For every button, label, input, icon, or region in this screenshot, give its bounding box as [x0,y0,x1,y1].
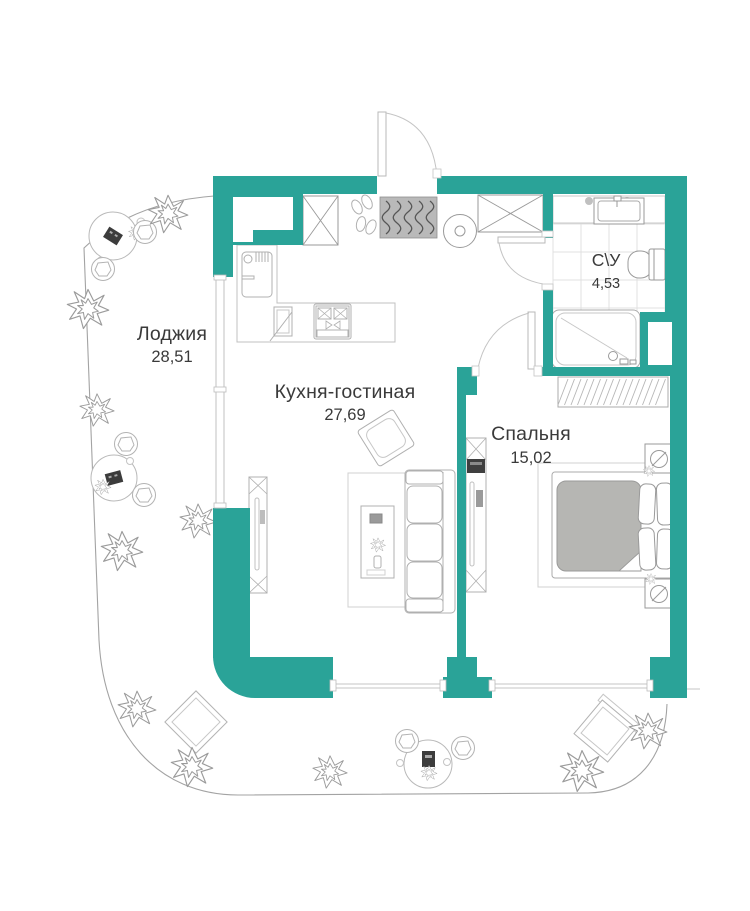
bathroom-door-icon [497,230,554,291]
loggia-window [213,274,227,509]
room-name: Спальня [491,423,571,445]
kitchen-sink-icon [241,251,273,298]
bathtub-icon [551,309,641,369]
room-label-kitchen-living: Кухня-гостиная 27,69 [275,381,416,424]
room-area: 4,53 [592,276,620,292]
kitchen-window [329,679,447,692]
room-labels: Лоджия 28,51 Кухня-гостиная 27,69 Спальн… [137,250,621,467]
bed-icon [551,471,679,579]
bedroom-area [465,376,679,609]
bedroom-door-icon [471,311,543,377]
slippers-icon [351,194,377,235]
room-area: 27,69 [324,406,365,424]
plant-icon [170,746,214,788]
tv-icon [467,459,485,473]
cutting-board-icon [269,306,293,342]
walls [213,176,687,698]
armchair-icon [357,409,415,467]
duct-shaft-icon [302,195,339,246]
stool-icon [443,214,477,248]
plant-icon [559,749,605,793]
plant-icon [100,530,144,572]
chair-icon [114,432,138,456]
hall-closet-icon [477,194,544,233]
vanity-sink-icon [552,195,666,225]
room-label-bathroom: С\У 4,53 [592,250,622,292]
duct-niche [648,322,672,365]
room-label-bedroom: Спальня 15,02 [491,423,571,467]
living-area [248,409,456,614]
windows [213,274,700,692]
wardrobe-icon [557,376,669,408]
chair-icon [395,729,419,753]
terrace-outline [83,195,668,796]
plant-icon [117,690,157,728]
entrance-door-icon [377,111,442,179]
chair-icon [133,220,157,244]
lounger-icon [573,693,643,763]
room-name: С\У [592,250,622,270]
plant-icon [312,755,348,789]
room-name: Лоджия [137,323,207,345]
plant-icon [79,393,115,427]
tv-console-icon [465,437,487,593]
room-area: 28,51 [151,348,192,366]
plant-icon [66,288,110,330]
plant-icon [179,503,217,539]
room-label-loggia: Лоджия 28,51 [137,323,207,366]
doormat-icon [379,196,438,239]
entry-area [302,194,544,248]
toilet-icon [627,248,666,281]
sofa-icon [404,469,456,614]
terrace-table-icon [396,739,453,789]
coffee-table-icon [360,505,395,579]
chair-icon [132,483,156,507]
doors [377,111,554,377]
stove-icon [313,303,352,340]
tv-console-icon [248,476,268,594]
kitchen-area [236,244,396,343]
room-area: 15,02 [510,449,551,467]
lounger-icon [164,690,228,754]
chair-icon [91,257,115,281]
terrace-furniture [66,194,668,793]
chair-icon [451,736,475,760]
bedroom-window [488,679,700,692]
room-name: Кухня-гостиная [275,381,416,403]
